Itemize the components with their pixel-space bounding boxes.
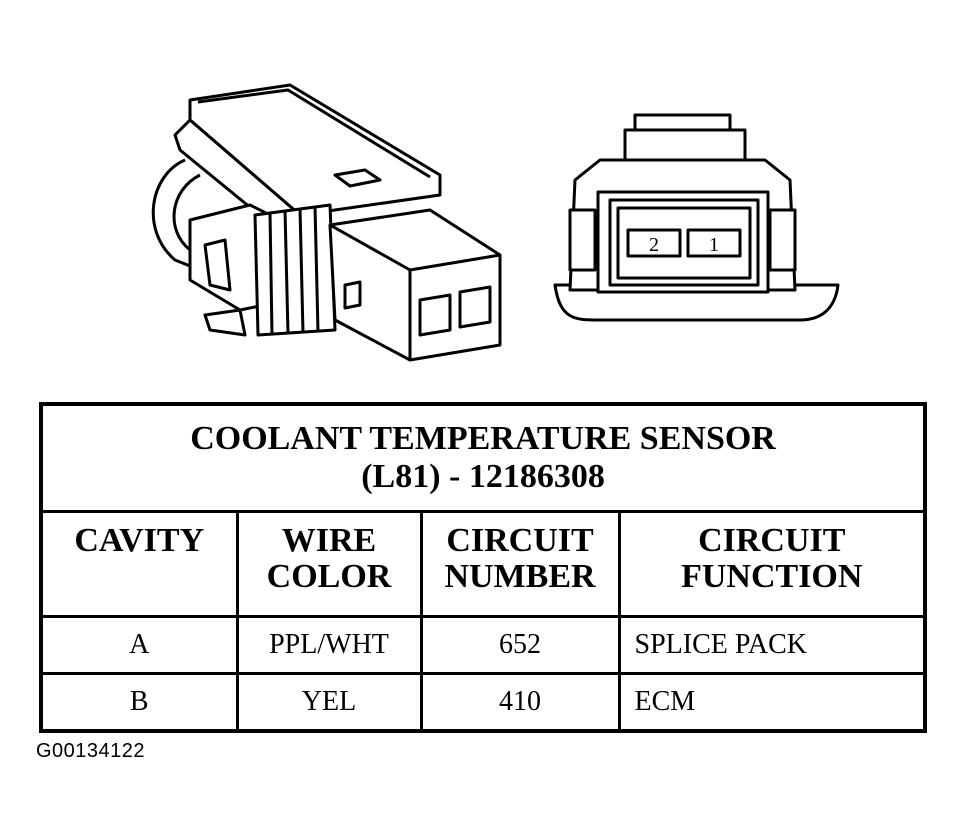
- wire-color-cell: YEL: [235, 672, 423, 733]
- pin-2-label: 2: [649, 234, 659, 256]
- table-row: B YEL 410 ECM: [39, 672, 927, 733]
- wire-color-cell: PPL/WHT: [235, 615, 423, 675]
- connector-face-view: 2 1: [553, 113, 840, 322]
- header-wire-color: WIRE COLOR: [235, 510, 423, 618]
- table-row: A PPL/WHT 652 SPLICE PACK: [39, 615, 927, 675]
- header-row: CAVITY WIRE COLOR CIRCUIT NUMBER CIRCUIT…: [39, 510, 927, 618]
- pin-1-label: 1: [709, 234, 719, 256]
- circuit-number-cell: 652: [419, 615, 621, 675]
- header-circuit-function: CIRCUIT FUNCTION: [617, 510, 927, 618]
- circuit-function-cell: SPLICE PACK: [617, 615, 927, 675]
- circuit-function-cell: ECM: [617, 672, 927, 733]
- table-title-line1: COOLANT TEMPERATURE SENSOR: [190, 420, 776, 457]
- table-title: COOLANT TEMPERATURE SENSOR (L81) - 12186…: [39, 402, 927, 513]
- table-title-line2: (L81) - 12186308: [361, 458, 605, 495]
- header-cavity: CAVITY: [39, 510, 239, 618]
- connector-illustrations: 2 1: [151, 83, 840, 362]
- cavity-cell: A: [39, 615, 239, 675]
- connector-isometric-drawing: [151, 83, 502, 362]
- circuit-number-cell: 410: [419, 672, 621, 733]
- figure-code: G00134122: [36, 740, 146, 762]
- pinout-table: COOLANT TEMPERATURE SENSOR (L81) - 12186…: [39, 402, 928, 733]
- cavity-cell: B: [39, 672, 239, 733]
- header-circuit-number: CIRCUIT NUMBER: [419, 510, 621, 618]
